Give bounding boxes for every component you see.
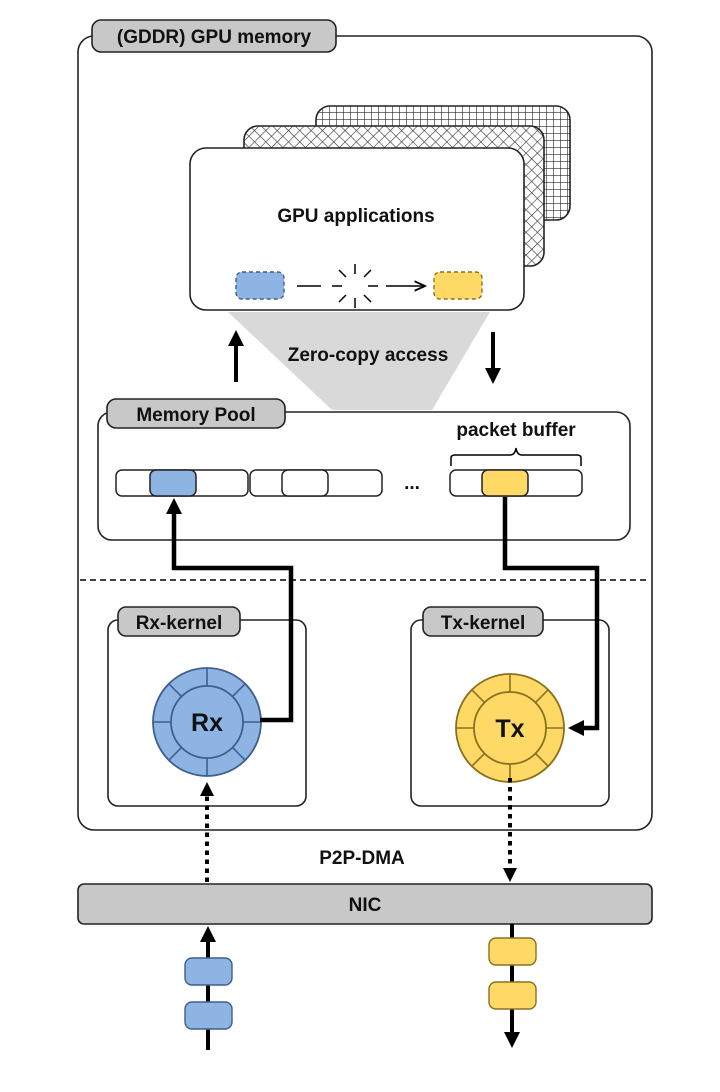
gpu-applications-title: GPU applications bbox=[277, 206, 434, 227]
outgoing-packet bbox=[488, 981, 537, 1010]
buffer-group-1 bbox=[115, 469, 249, 497]
buffer-rx-slot bbox=[149, 469, 197, 497]
gpu-applications-card: GPU applications bbox=[189, 147, 525, 311]
outgoing-packet-stream bbox=[488, 924, 537, 1048]
outgoing-packet bbox=[488, 937, 537, 966]
buffer-group-2 bbox=[249, 469, 383, 497]
pool-to-tx-arrowhead bbox=[568, 720, 584, 736]
tx-ring-inner bbox=[473, 691, 547, 765]
app-rx-packet bbox=[235, 271, 285, 300]
rx-to-pool-arrowhead bbox=[166, 498, 182, 514]
zero-copy-label: Zero-copy access bbox=[288, 345, 449, 366]
rx-ring-buffer: Rx bbox=[152, 667, 262, 777]
gpu-memory-label-text: (GDDR) GPU memory bbox=[117, 27, 312, 48]
nic-bar: NIC bbox=[77, 883, 653, 925]
incoming-packet bbox=[184, 957, 233, 986]
buffer-empty-slot bbox=[281, 469, 329, 497]
p2p-dma-label: P2P-DMA bbox=[319, 848, 405, 869]
buffer-group-3 bbox=[449, 469, 583, 497]
tx-ring-slot-divider bbox=[471, 689, 486, 704]
tx-to-nic-dma-arrow bbox=[503, 778, 517, 882]
nic-label: NIC bbox=[349, 895, 382, 916]
tx-kernel-label-text: Tx-kernel bbox=[441, 613, 525, 634]
buffer-tx-slot bbox=[481, 469, 529, 497]
incoming-packet-stream bbox=[184, 926, 233, 1050]
rx-ring-inner bbox=[170, 685, 244, 759]
pool-to-tx-path bbox=[502, 497, 600, 731]
rx-ring-slot-divider bbox=[168, 683, 183, 698]
app-tx-packet bbox=[433, 271, 483, 300]
buffer-ellipsis: ... bbox=[404, 473, 420, 494]
rx-ring-slot-divider bbox=[231, 746, 246, 761]
memory-pool-label-text: Memory Pool bbox=[136, 405, 255, 426]
tx-ring-label: Tx bbox=[495, 715, 524, 743]
rx-kernel-label-text: Rx-kernel bbox=[136, 613, 223, 634]
rx-ring-label: Rx bbox=[191, 709, 223, 737]
tx-kernel-label: Tx-kernel bbox=[422, 606, 544, 637]
tx-ring-slot-divider bbox=[534, 689, 549, 704]
incoming-packet bbox=[184, 1001, 233, 1030]
zero-copy-up-arrow bbox=[228, 330, 244, 382]
tx-ring-slot-divider bbox=[534, 752, 549, 767]
nic-to-rx-dma-arrow bbox=[200, 782, 214, 882]
rx-ring-slot-divider bbox=[231, 683, 246, 698]
zero-copy-down-arrow bbox=[485, 332, 501, 384]
packet-buffer-label: packet buffer bbox=[456, 420, 576, 441]
rx-to-pool-path bbox=[171, 512, 294, 723]
memory-pool-label: Memory Pool bbox=[106, 398, 286, 429]
zero-copy-funnel bbox=[228, 312, 490, 410]
tx-ring-slot-divider bbox=[471, 752, 486, 767]
packet-buffer-brace bbox=[450, 447, 582, 466]
rx-ring-slot-divider bbox=[168, 746, 183, 761]
processing-spark-icon bbox=[332, 264, 378, 308]
tx-ring-buffer: Tx bbox=[455, 673, 565, 783]
gpu-memory-label: (GDDR) GPU memory bbox=[91, 19, 337, 53]
rx-kernel-label: Rx-kernel bbox=[117, 606, 241, 637]
